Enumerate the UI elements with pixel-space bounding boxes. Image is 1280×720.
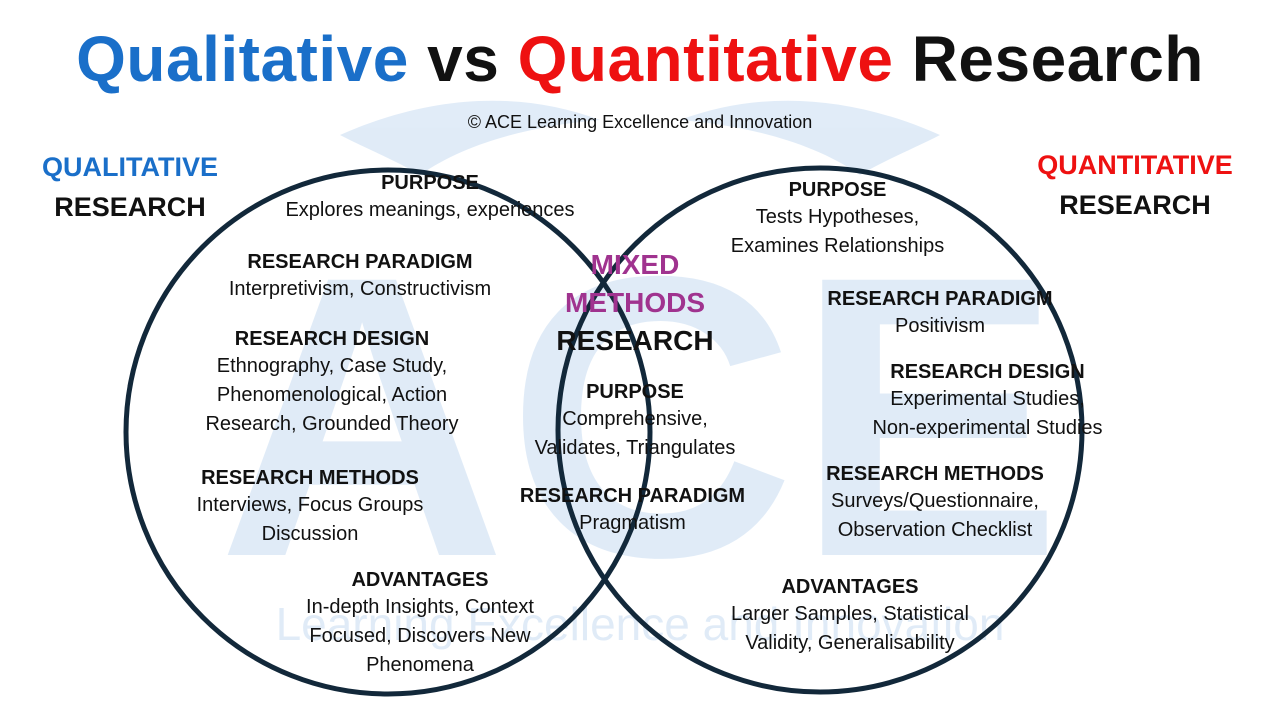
quant-design-line2: Non-experimental Studies	[872, 417, 1103, 439]
quant-design-line1: Experimental Studies,	[890, 388, 1085, 410]
quant-purpose-heading: PURPOSE	[788, 179, 887, 201]
page-title: Qualitative vs Quantitative Research	[0, 22, 1280, 96]
mixed-label-line1: MIXED	[590, 249, 680, 280]
qual-paradigm: RESEARCH PARADIGM Interpretivism, Constr…	[180, 249, 540, 304]
qual-advantages: ADVANTAGES In-depth Insights, Context Fo…	[260, 567, 580, 680]
quant-purpose-line1: Tests Hypotheses,	[755, 206, 920, 228]
title-research: Research	[911, 23, 1204, 95]
quant-purpose-line2: Examines Relationships	[730, 235, 945, 257]
quant-methods-heading: RESEARCH METHODS	[826, 463, 1044, 485]
watermark: ACE Learning Excellence and Innovation	[218, 100, 1063, 650]
qual-advantages-line1: In-depth Insights, Context	[306, 596, 534, 618]
mixed-label-line3: RESEARCH	[556, 325, 714, 356]
qual-advantages-line2: Focused, Discovers New	[309, 625, 531, 647]
quant-advantages: ADVANTAGES Larger Samples, Statistical V…	[695, 574, 1005, 658]
qual-methods: RESEARCH METHODS Interviews, Focus Group…	[150, 465, 470, 549]
quant-advantages-heading: ADVANTAGES	[781, 576, 919, 598]
quant-advantages-line2: Validity, Generalisability	[745, 632, 955, 654]
qual-design-line2: Phenomenological, Action	[216, 384, 448, 406]
qual-advantages-line3: Phenomena	[366, 654, 474, 676]
quantitative-label: QUANTITATIVE RESEARCH	[1010, 145, 1260, 225]
watermark-letters: ACE	[218, 193, 1063, 640]
title-quantitative: Quantitative	[517, 23, 894, 95]
qualitative-label: QUALITATIVE RESEARCH	[20, 147, 240, 227]
mixed-label: MIXED METHODS RESEARCH	[515, 246, 755, 360]
qual-methods-line1: Interviews, Focus Groups	[196, 494, 424, 516]
quant-methods-line1: Surveys/Questionnaire,	[831, 490, 1039, 512]
qual-paradigm-heading: RESEARCH PARADIGM	[247, 251, 473, 273]
qual-design-heading: RESEARCH DESIGN	[234, 328, 430, 350]
qual-purpose: PURPOSE Explores meanings, experiences	[250, 170, 610, 225]
quant-paradigm: RESEARCH PARADIGM Positivism	[800, 286, 1080, 341]
watermark-wing-icon-right	[680, 100, 940, 175]
watermark-tagline: Learning Excellence and Innovation	[276, 598, 1005, 650]
quantitative-label-line1: QUANTITATIVE	[1037, 150, 1233, 180]
mixed-purpose-line1: Comprehensive,	[562, 408, 708, 430]
quant-methods-line2: Observation Checklist	[837, 519, 1033, 541]
quant-advantages-line1: Larger Samples, Statistical	[731, 603, 969, 625]
copyright-text: © ACE Learning Excellence and Innovation	[467, 112, 813, 132]
qualitative-circle	[123, 167, 653, 697]
quant-design: RESEARCH DESIGN Experimental Studies, No…	[845, 359, 1130, 443]
quant-purpose: PURPOSE Tests Hypotheses, Examines Relat…	[700, 177, 975, 261]
qual-purpose-heading: PURPOSE	[381, 172, 479, 194]
qual-design-line1: Ethnography, Case Study,	[216, 355, 448, 377]
qual-design-line3: Research, Grounded Theory	[205, 413, 459, 435]
qual-methods-heading: RESEARCH METHODS	[201, 467, 419, 489]
quantitative-circle	[555, 165, 1085, 695]
quant-paradigm-body: Positivism	[894, 315, 985, 337]
qual-design: RESEARCH DESIGN Ethnography, Case Study,…	[172, 326, 492, 439]
title-qualitative: Qualitative	[76, 23, 409, 95]
mixed-purpose: PURPOSE Comprehensive, Validates, Triang…	[505, 379, 765, 463]
qual-paradigm-body: Interpretivism, Constructivism	[228, 278, 492, 300]
qualitative-label-line1: QUALITATIVE	[42, 152, 218, 182]
qual-purpose-body: Explores meanings, experiences	[285, 199, 575, 221]
quantitative-label-line2: RESEARCH	[1059, 190, 1211, 220]
mixed-purpose-line2: Validates, Triangulates	[534, 437, 736, 459]
mixed-paradigm: RESEARCH PARADIGM Pragmatism	[500, 483, 765, 538]
qual-methods-line2: Discussion	[261, 523, 359, 545]
qualitative-label-line2: RESEARCH	[54, 192, 206, 222]
mixed-paradigm-body: Pragmatism	[579, 512, 686, 534]
quant-paradigm-heading: RESEARCH PARADIGM	[827, 288, 1053, 310]
qual-advantages-heading: ADVANTAGES	[351, 569, 489, 591]
quant-methods: RESEARCH METHODS Surveys/Questionnaire, …	[795, 461, 1075, 545]
title-vs: vs	[427, 23, 500, 95]
mixed-label-line2: METHODS	[565, 287, 705, 318]
watermark-wing-icon	[340, 100, 600, 175]
mixed-purpose-heading: PURPOSE	[586, 381, 684, 403]
quant-design-heading: RESEARCH DESIGN	[890, 361, 1085, 383]
mixed-paradigm-heading: RESEARCH PARADIGM	[519, 485, 746, 507]
